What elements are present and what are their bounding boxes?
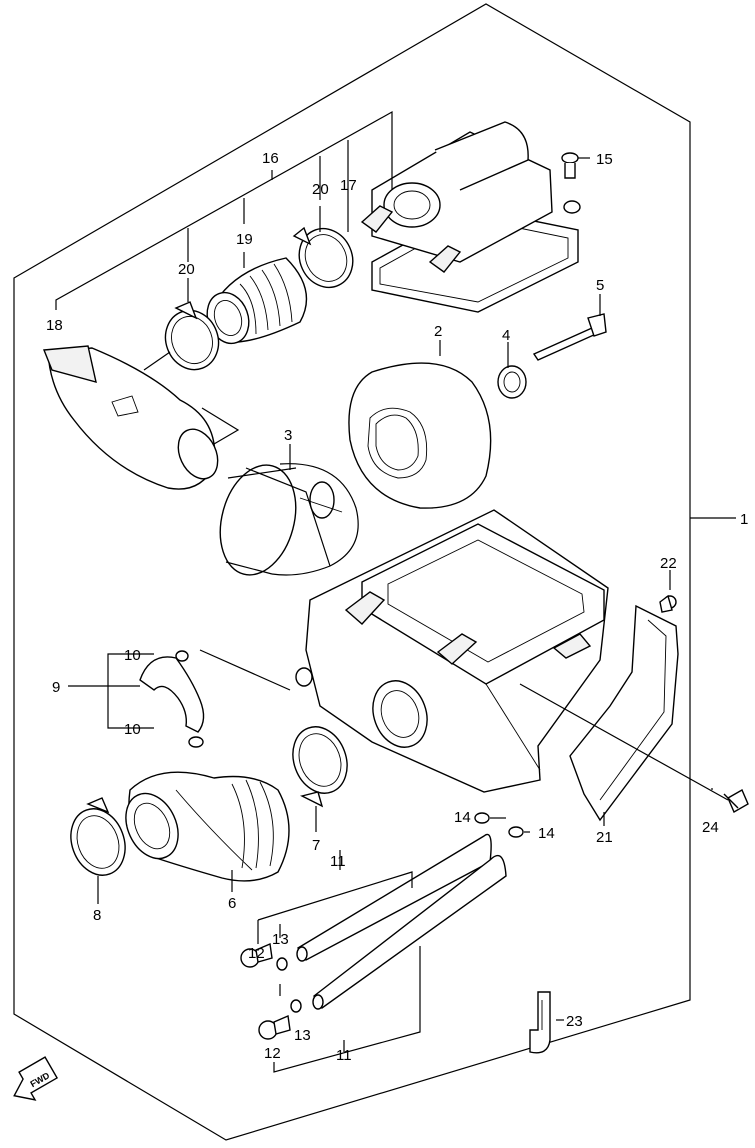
callout-14a: 14 [454,809,471,826]
assembly-outline-frame [13,3,691,1141]
part-9-breather-hose [139,656,205,733]
callout-18: 18 [46,317,63,334]
part-4-grommet [497,365,527,399]
fwd-direction-arrow: FWD [13,1056,59,1101]
part-5-long-bolt [532,313,607,361]
part-2-foam-filter [348,362,492,509]
part-3-filter-cage [219,463,359,576]
callout-8: 8 [93,907,101,924]
callout-11a: 11 [330,853,346,870]
callout-7: 7 [312,837,320,854]
part-8-clamp [70,797,126,876]
callout-20b: 20 [312,181,329,198]
part-19-bellows-boot [206,257,308,345]
callout-11b: 11 [336,1047,352,1064]
callout-13b: 13 [294,1027,311,1044]
callout-4: 4 [502,327,510,344]
part-11-drain-hose-lower [312,854,507,1010]
callout-12b: 12 [264,1045,281,1062]
callout-5: 5 [596,277,604,294]
part-12-plug-lower [258,1014,291,1040]
drain-hose-group [240,812,530,1073]
callout-6: 6 [228,895,236,912]
part-22-bolt [659,594,677,613]
callout-10a: 10 [124,647,141,664]
callout-2: 2 [434,323,442,340]
callout-3: 3 [284,427,292,444]
part-23-bracket [529,991,564,1054]
part-6-intake-boot [125,771,290,882]
part-14-clip-lower [508,826,524,838]
callout-24: 24 [702,819,719,836]
part-24-bolt [723,789,749,813]
callout-19: 19 [236,231,253,248]
part-17-upper-cover [360,121,581,313]
part-12-plug-upper [240,942,273,968]
callout-10b: 10 [124,721,141,738]
callout-23: 23 [566,1013,583,1030]
lower-left-group [68,649,348,904]
part-7-clamp [292,726,348,808]
callout-16: 16 [262,150,279,167]
callout-13a: 13 [272,931,289,948]
callout-1: 1 [740,511,748,528]
callout-12a: 12 [248,945,265,962]
part-10-clip-lower [188,736,204,748]
callout-17: 17 [340,177,357,194]
callout-21: 21 [596,829,613,846]
part-15-screw [561,152,579,179]
filter-element-group [219,294,607,576]
right-bracket-group [519,570,749,826]
part-10-clip-upper [175,650,189,662]
part-1-housing [295,509,736,793]
callout-labels: 1 2 3 4 5 6 7 8 9 10 10 11 11 12 12 13 1… [46,150,748,1064]
part-20-clamp-upper [292,226,354,289]
callout-20a: 20 [178,261,195,278]
callout-9: 9 [52,679,60,696]
upper-intake-group [43,110,590,490]
callout-15: 15 [596,151,613,168]
part-14-clip-upper [474,812,490,824]
part-18-inlet-duct [43,345,240,490]
callout-14b: 14 [538,825,555,842]
part-13-clip-upper [276,957,288,971]
callout-22: 22 [660,555,677,572]
part-13-clip-lower [290,999,302,1013]
part-20-clamp-left [164,301,220,371]
